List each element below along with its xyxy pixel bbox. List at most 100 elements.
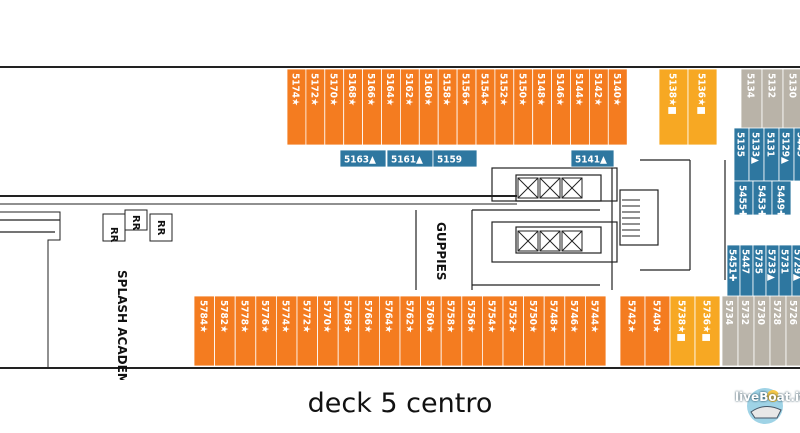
cabin-number: 5154★ [478, 73, 489, 106]
cabin-number: 5754★ [486, 300, 497, 333]
cabin-bottom-grey: 5728 [769, 295, 787, 367]
cabin-bottom-yellow: 5740★ [644, 295, 671, 367]
cabin-number: 5150★ [516, 73, 527, 106]
cabin-number: 5772★ [300, 300, 311, 333]
stair-steps [622, 199, 640, 237]
cabin-top-yellow: 5136★■ [687, 68, 718, 146]
cabin-number: 5760★ [424, 300, 435, 333]
cabin-number: 5445 [795, 132, 800, 157]
cabin-number: 5748★ [548, 300, 559, 333]
restroom-label-2: RR [130, 215, 141, 231]
cabins-layer: 5174★ 5172★5170★ 5168★ 5166★ 5164★ 5162★ 5160★… [193, 68, 800, 367]
cabin-top-orange: 5168★ [343, 68, 364, 146]
cabin-number: 5750★ [527, 300, 538, 333]
restroom-label-3: RR [155, 220, 166, 236]
cabin-right-blue: 5129▲ [778, 127, 795, 182]
cabin-bottom-orange: 5766★ [358, 295, 380, 367]
cabin-number: 5768★ [342, 300, 353, 333]
cabin-right-blue-2: 5455✚ [733, 180, 754, 218]
cabin-top-orange: 5170★ [324, 68, 345, 146]
cabin-number: 5740★ [651, 300, 662, 333]
cabin-top-orange: 5144★ [570, 68, 590, 146]
cabin-number: 5135 [735, 132, 746, 157]
cabin-bottom-orange: 5770★ [317, 295, 339, 367]
cabin-bottom-orange: 5752★ [502, 295, 525, 367]
cabin-number: 5742★ [626, 300, 637, 333]
cabin-bottom-grey: 5730 [753, 295, 771, 367]
cabin-number: 5138★■ [667, 73, 678, 115]
cabin-bottom-grey: 5732 [737, 295, 755, 367]
cabin-number: 5738★■ [676, 300, 687, 342]
elevator-x [561, 230, 583, 252]
cabin-number: 5162★ [403, 73, 414, 106]
cabin-bottom-orange: 5782★ [214, 295, 236, 367]
cabin-number: 5732 [739, 300, 750, 325]
cabin-bottom-orange: 5754★ [481, 295, 504, 367]
elevator-x [517, 177, 539, 199]
cabin-right-blue: 5133▲ [748, 127, 765, 182]
cabin-number: 5146★ [554, 73, 565, 106]
cabin-number: 5735 [753, 249, 764, 274]
cabin-mid-blue: 5161▲ [386, 149, 434, 168]
elevator-x [539, 177, 561, 199]
cabin-bottom-orange: 5778★ [234, 295, 257, 367]
cabin-number: 5142★ [592, 73, 603, 106]
cabin-bottom-orange: 5784★ [193, 295, 216, 367]
cabin-number: 5784★ [197, 300, 208, 333]
liveboat-logo: liveBoat.it [729, 382, 800, 426]
watermark-text: liveBoat.it [735, 390, 800, 404]
cabin-number: 5756★ [465, 300, 476, 333]
cabin-number: 5161▲ [391, 155, 423, 166]
cabin-number: 5148★ [535, 73, 546, 106]
cabin-number: 5152★ [497, 73, 508, 106]
cabin-top-orange: 5150★ [513, 68, 534, 146]
cabin-number: 5778★ [239, 300, 250, 333]
cabin-top-orange: 5156★ [456, 68, 477, 146]
cabin-bottom-orange: 5744★ [585, 295, 607, 367]
cabin-top-orange: 5148★ [532, 68, 553, 146]
cabin-number: 5726 [787, 300, 798, 325]
hull-outline [0, 66, 800, 369]
cabin-right-blue: 5135 [733, 127, 750, 182]
cabin-number: 5170★ [327, 73, 338, 106]
cabin-number: 5731 [779, 249, 790, 274]
cabin-bottom-orange: 5764★ [378, 295, 401, 367]
cabin-right-blue-2: 5449✚ [771, 180, 792, 218]
cabin-number: 5764★ [383, 300, 394, 333]
cabin-number: 5129▲ [780, 132, 791, 164]
cabin-number: 5136★■ [696, 73, 707, 115]
cabin-number: 5453✚ [756, 185, 767, 218]
cabin-bottom-grey: 5734 [721, 295, 739, 367]
cabin-number: 5163▲ [344, 155, 376, 166]
cabin-bottom-orange: 5756★ [461, 295, 483, 367]
cabin-bottom-orange: 5750★ [523, 295, 545, 367]
cabin-number: 5166★ [365, 73, 376, 106]
cabin-top-orange: 5164★ [381, 68, 401, 146]
cabin-number: 5758★ [445, 300, 456, 333]
cabin-bottom-orange: 5746★ [564, 295, 586, 367]
cabin-number: 5164★ [384, 73, 395, 106]
cabin-number: 5156★ [460, 73, 471, 106]
cabin-number: 5134 [745, 73, 756, 98]
cabin-number: 5130 [787, 73, 798, 98]
cabin-number: 5752★ [506, 300, 517, 333]
cabin-mid-blue: 5159 [432, 149, 478, 168]
cabin-bottom-grey: 5726 [785, 295, 800, 367]
cabin-mid-blue: 5141▲ [570, 149, 615, 168]
cabin-bottom-orange: 5748★ [543, 295, 566, 367]
cabin-number: 5174★ [289, 73, 300, 106]
cabin-number: 5766★ [362, 300, 373, 333]
cabin-top-orange: 5160★ [418, 68, 439, 146]
cabin-bottom-orange: 5768★ [337, 295, 360, 367]
cabin-bottom-yellow: 5742★ [619, 295, 646, 367]
cabin-number: 5728 [771, 300, 782, 325]
cabin-right-blue: 5131 [763, 127, 780, 182]
cabin-number: 5168★ [346, 73, 357, 106]
cabin-bottom-orange: 5758★ [440, 295, 463, 367]
cabin-number: 5158★ [441, 73, 452, 106]
splash-academy-label: SPLASH ACADEMY [115, 270, 129, 380]
cabin-number: 5449✚ [775, 185, 786, 218]
cabin-top-orange: 5172★ [305, 68, 326, 146]
cabin-top-orange: 5158★ [437, 68, 458, 146]
cabin-number: 5159 [437, 155, 462, 166]
